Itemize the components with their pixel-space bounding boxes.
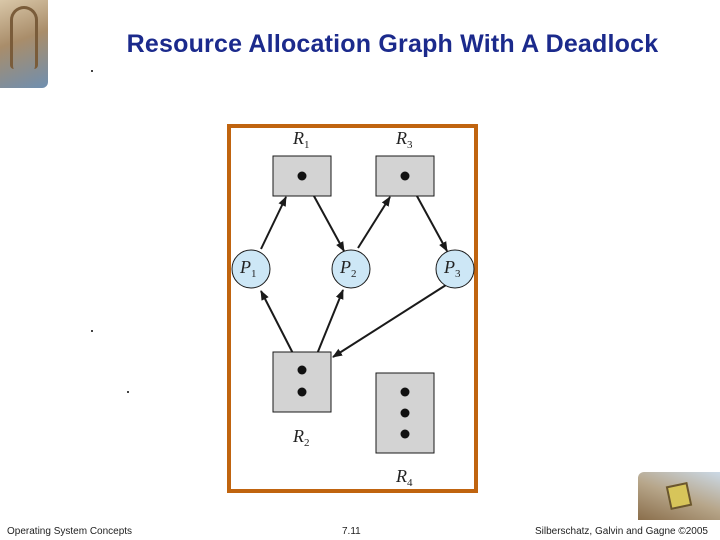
process-node <box>331 249 371 289</box>
resource-instance-dot <box>297 387 307 397</box>
resource-instance-dot <box>400 429 410 439</box>
process-p3: P3 <box>435 249 475 289</box>
dinosaur-logo-top <box>0 0 48 88</box>
footer-authors: Silberschatz, Galvin and Gagne ©2005 <box>534 526 708 537</box>
resource-r4: R4 <box>375 372 435 489</box>
edges <box>260 175 448 392</box>
edge-p2-to-r3 <box>357 196 391 249</box>
edge-p1-to-r1 <box>260 196 287 250</box>
edge-p3-to-r2 <box>332 284 447 358</box>
process-label: P3 <box>443 257 461 280</box>
process-node <box>231 249 271 289</box>
diagram-frame <box>227 124 478 493</box>
process-node <box>435 249 475 289</box>
slide-title: Resource Allocation Graph With A Deadloc… <box>126 30 659 58</box>
stray-mark <box>91 330 93 332</box>
footer-page-number: 7.11 <box>342 526 361 537</box>
stray-mark <box>91 70 93 72</box>
resource-label: R2 <box>292 426 310 449</box>
resource-box <box>272 351 332 413</box>
resource-instance-dot <box>297 365 307 375</box>
process-p2: P2 <box>331 249 371 289</box>
resource-r3: R3 <box>375 128 435 197</box>
resource-label: R3 <box>395 128 413 151</box>
resource-r1: R1 <box>272 128 332 197</box>
dinosaur-logo-bottom <box>638 472 720 520</box>
process-label: P1 <box>239 257 257 280</box>
footer-book-title: Operating System Concepts <box>7 526 133 537</box>
resource-instance-dot <box>400 171 410 181</box>
stray-mark <box>127 391 129 393</box>
process-p1: P1 <box>231 249 271 289</box>
resource-label: R4 <box>395 466 413 489</box>
resource-instance-dot <box>400 408 410 418</box>
resource-r2: R2 <box>272 351 332 449</box>
resource-instance-dot <box>400 387 410 397</box>
resource-instance-dot <box>297 171 307 181</box>
process-label: P2 <box>339 257 357 280</box>
resource-label: R1 <box>292 128 310 151</box>
